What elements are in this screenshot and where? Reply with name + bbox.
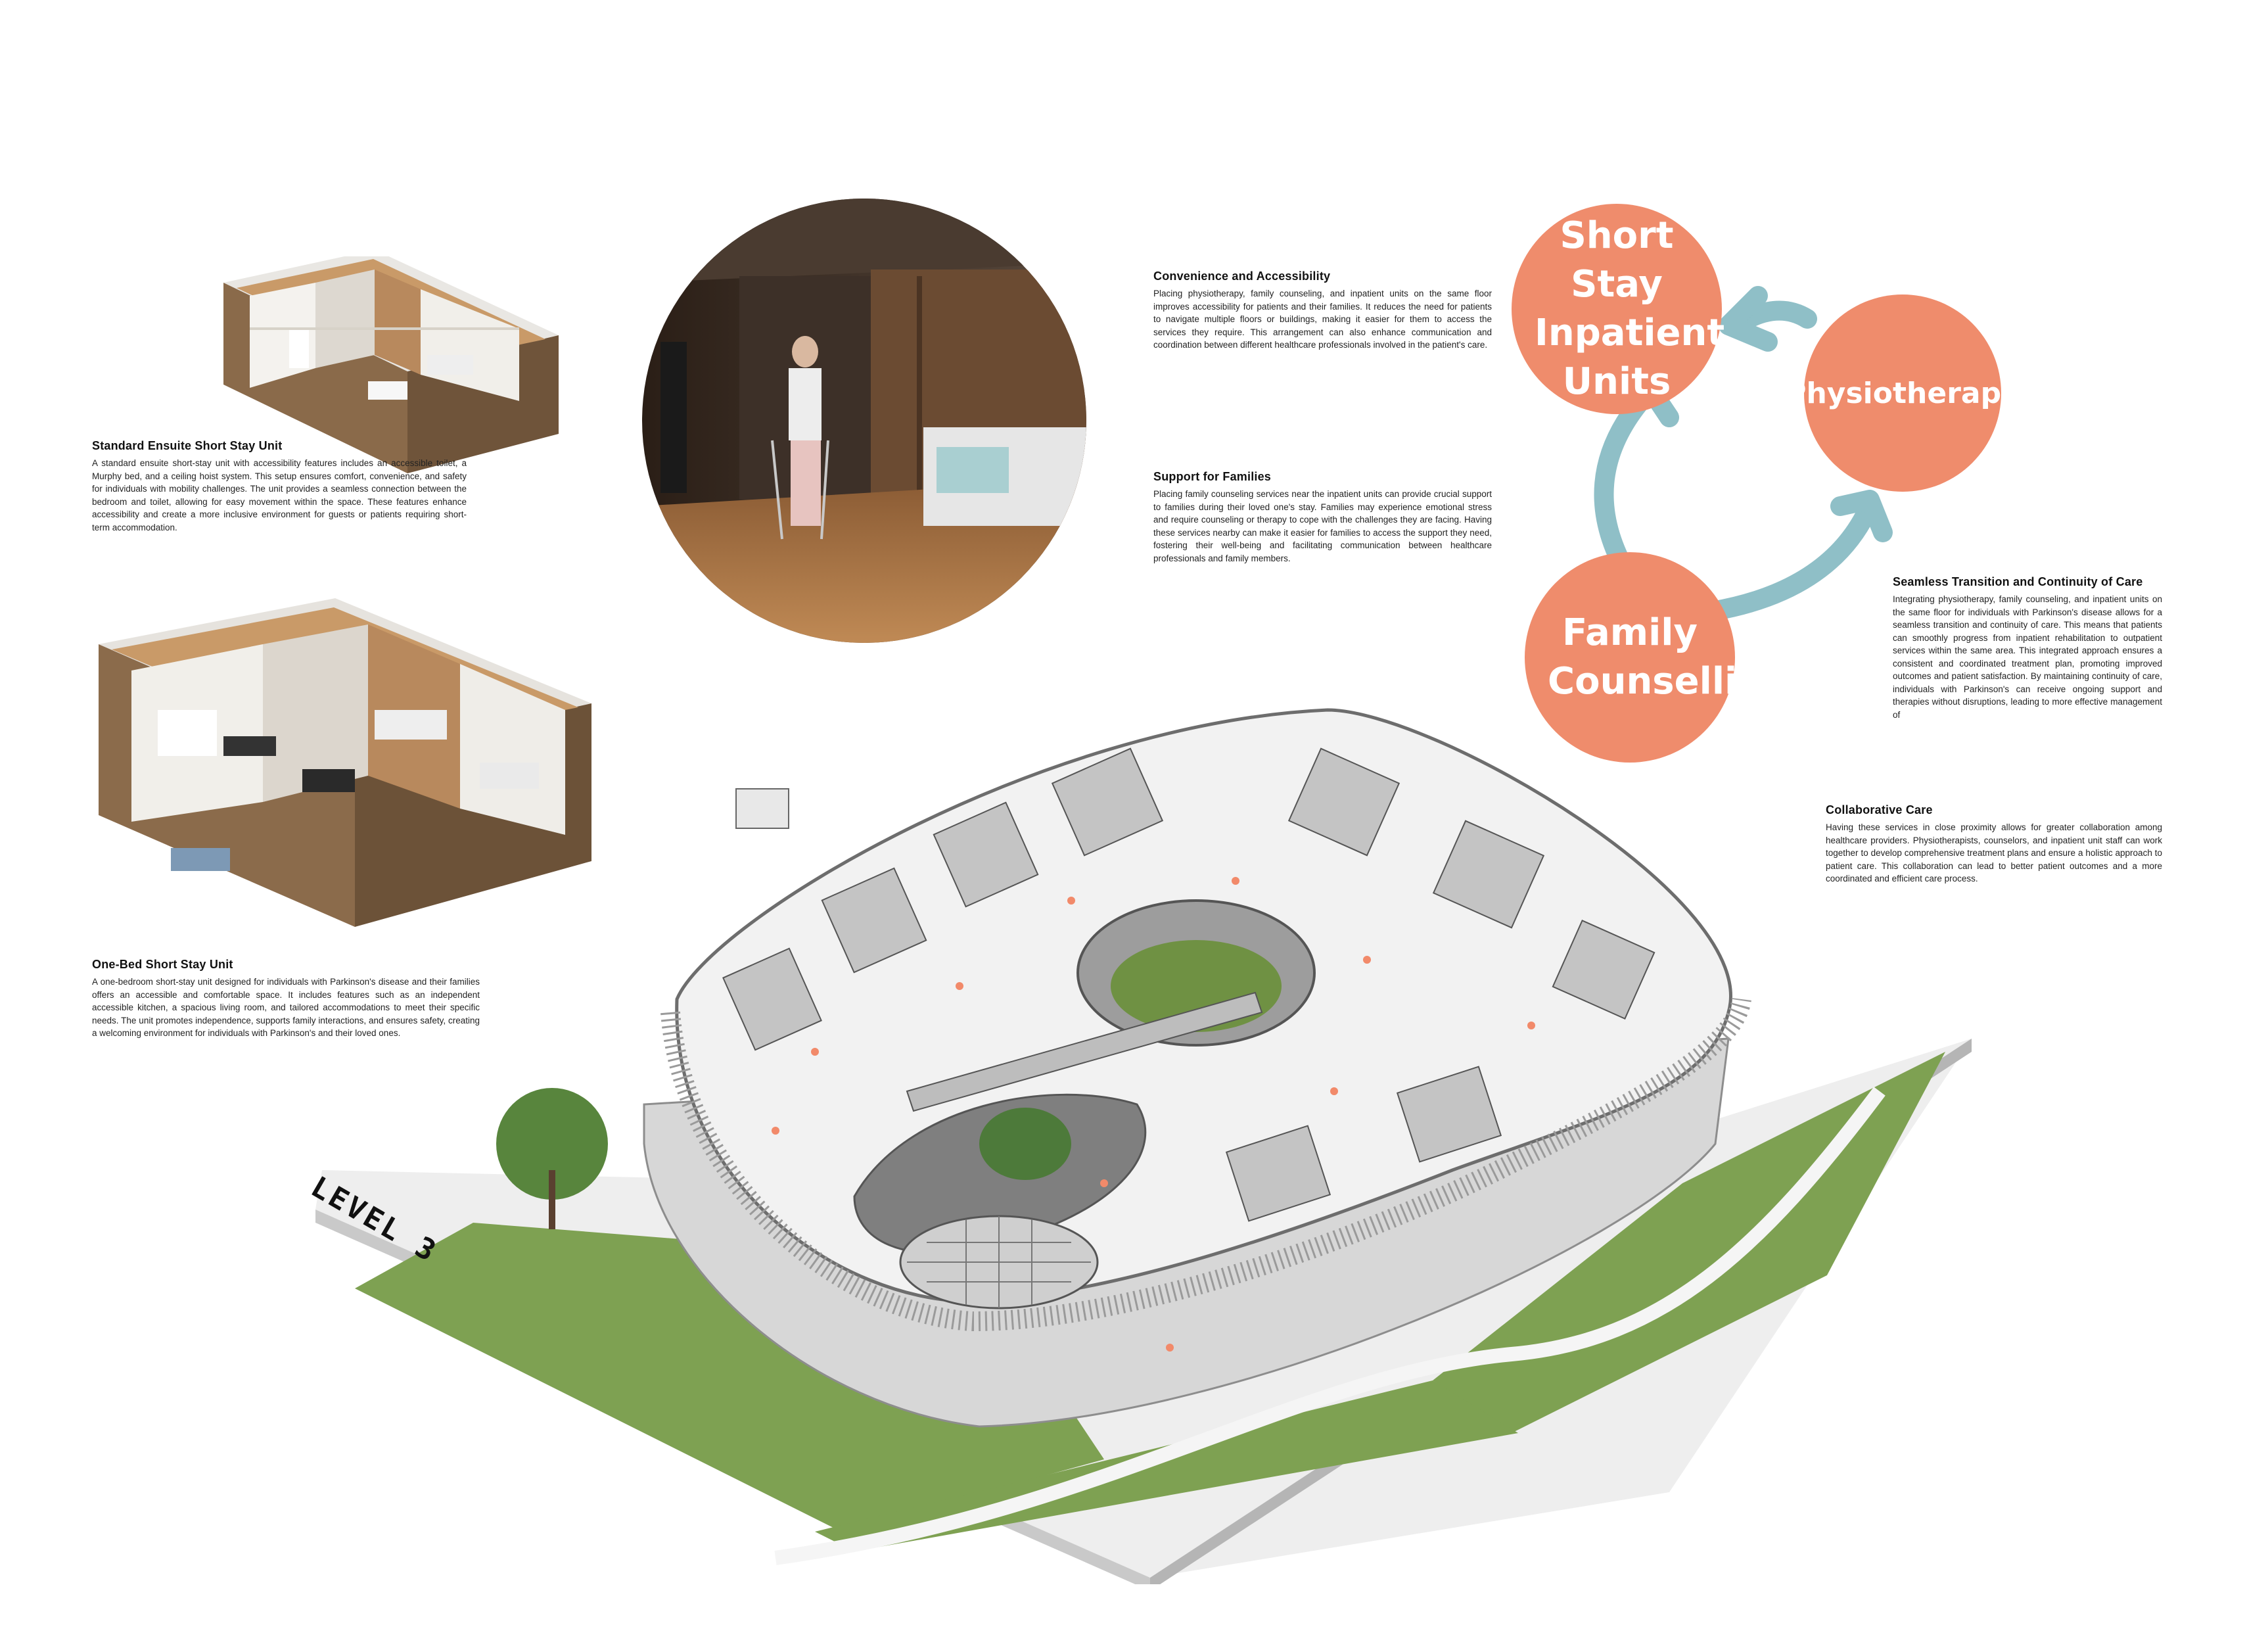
site-tree bbox=[496, 1088, 608, 1200]
seamless-body: Integrating physiotherapy, family counse… bbox=[1893, 594, 2162, 720]
room-block-9 bbox=[1225, 1125, 1331, 1222]
collaborative-body: Having these services in close proximity… bbox=[1826, 822, 2162, 883]
node-physiotherapy: Physiotherapy bbox=[1785, 294, 2020, 492]
arrow-physio-to-inpatient bbox=[1738, 300, 1817, 329]
standard-unit-text: Standard Ensuite Short Stay Unit A stand… bbox=[92, 439, 467, 534]
site-tree-trunk bbox=[549, 1170, 555, 1229]
corridor-render-circle bbox=[642, 199, 1086, 643]
one-bed-unit-title: One-Bed Short Stay Unit bbox=[92, 958, 233, 971]
arrow-family-to-physio bbox=[1702, 503, 1876, 621]
person-figure bbox=[1067, 897, 1075, 905]
person-figure bbox=[1166, 1344, 1174, 1352]
level-3-axonometric-plan bbox=[315, 708, 1972, 1584]
person-figure bbox=[772, 1127, 779, 1135]
person-figure bbox=[1100, 1179, 1108, 1187]
room-block-2 bbox=[821, 867, 927, 974]
arrowhead-inpatient-top bbox=[1719, 286, 1778, 352]
convenience-title: Convenience and Accessibility bbox=[1153, 270, 1331, 283]
grass-right bbox=[1433, 1052, 1945, 1433]
arrowhead-physio bbox=[1830, 490, 1893, 542]
room-block-5 bbox=[1287, 747, 1400, 857]
rooftop-pavilion bbox=[735, 788, 789, 829]
collaborative-text: Collaborative Care Having these services… bbox=[1826, 803, 2162, 885]
room-block-8 bbox=[1396, 1066, 1502, 1163]
support-body: Placing family counseling services near … bbox=[1153, 489, 1492, 563]
person-figure bbox=[1527, 1022, 1535, 1029]
person-figure bbox=[811, 1048, 819, 1056]
ramp-bridge bbox=[906, 991, 1263, 1112]
collaborative-title: Collaborative Care bbox=[1826, 803, 1933, 816]
support-title: Support for Families bbox=[1153, 470, 1272, 483]
person-figure bbox=[956, 982, 963, 990]
room-block-1 bbox=[722, 947, 822, 1051]
room-block-7 bbox=[1552, 920, 1655, 1020]
standard-unit-render bbox=[223, 256, 559, 473]
convenience-text: Convenience and Accessibility Placing ph… bbox=[1153, 270, 1492, 352]
person-figure bbox=[1330, 1087, 1338, 1095]
convenience-body: Placing physiotherapy, family counseling… bbox=[1153, 289, 1492, 350]
arrow-family-to-inpatient bbox=[1594, 385, 1656, 588]
standard-unit-title: Standard Ensuite Short Stay Unit bbox=[92, 439, 283, 452]
one-bed-unit-render bbox=[99, 598, 591, 927]
one-bed-unit-text: One-Bed Short Stay Unit A one-bedroom sh… bbox=[92, 958, 480, 1040]
room-block-6 bbox=[1432, 820, 1545, 929]
node-inpatient-label: Short Stay Inpatient Units bbox=[1535, 214, 1725, 403]
node-inpatient-units: Short Stay Inpatient Units bbox=[1512, 204, 1725, 414]
room-block-3 bbox=[933, 801, 1039, 908]
support-text: Support for Families Placing family coun… bbox=[1153, 470, 1492, 565]
node-family-counselling: Family Counselling bbox=[1525, 552, 1790, 763]
one-bed-unit-body: A one-bedroom short-stay unit designed f… bbox=[92, 977, 480, 1038]
courtyard-tree bbox=[979, 1108, 1071, 1180]
person-figure bbox=[1363, 956, 1371, 964]
person-figure bbox=[1232, 877, 1239, 885]
room-block-4 bbox=[1051, 747, 1164, 857]
standard-unit-body: A standard ensuite short-stay unit with … bbox=[92, 458, 467, 532]
node-physio-label: Physiotherapy bbox=[1785, 376, 2020, 410]
site-path bbox=[774, 1087, 1886, 1565]
seamless-text: Seamless Transition and Continuity of Ca… bbox=[1893, 575, 2162, 721]
seamless-title: Seamless Transition and Continuity of Ca… bbox=[1893, 575, 2143, 588]
